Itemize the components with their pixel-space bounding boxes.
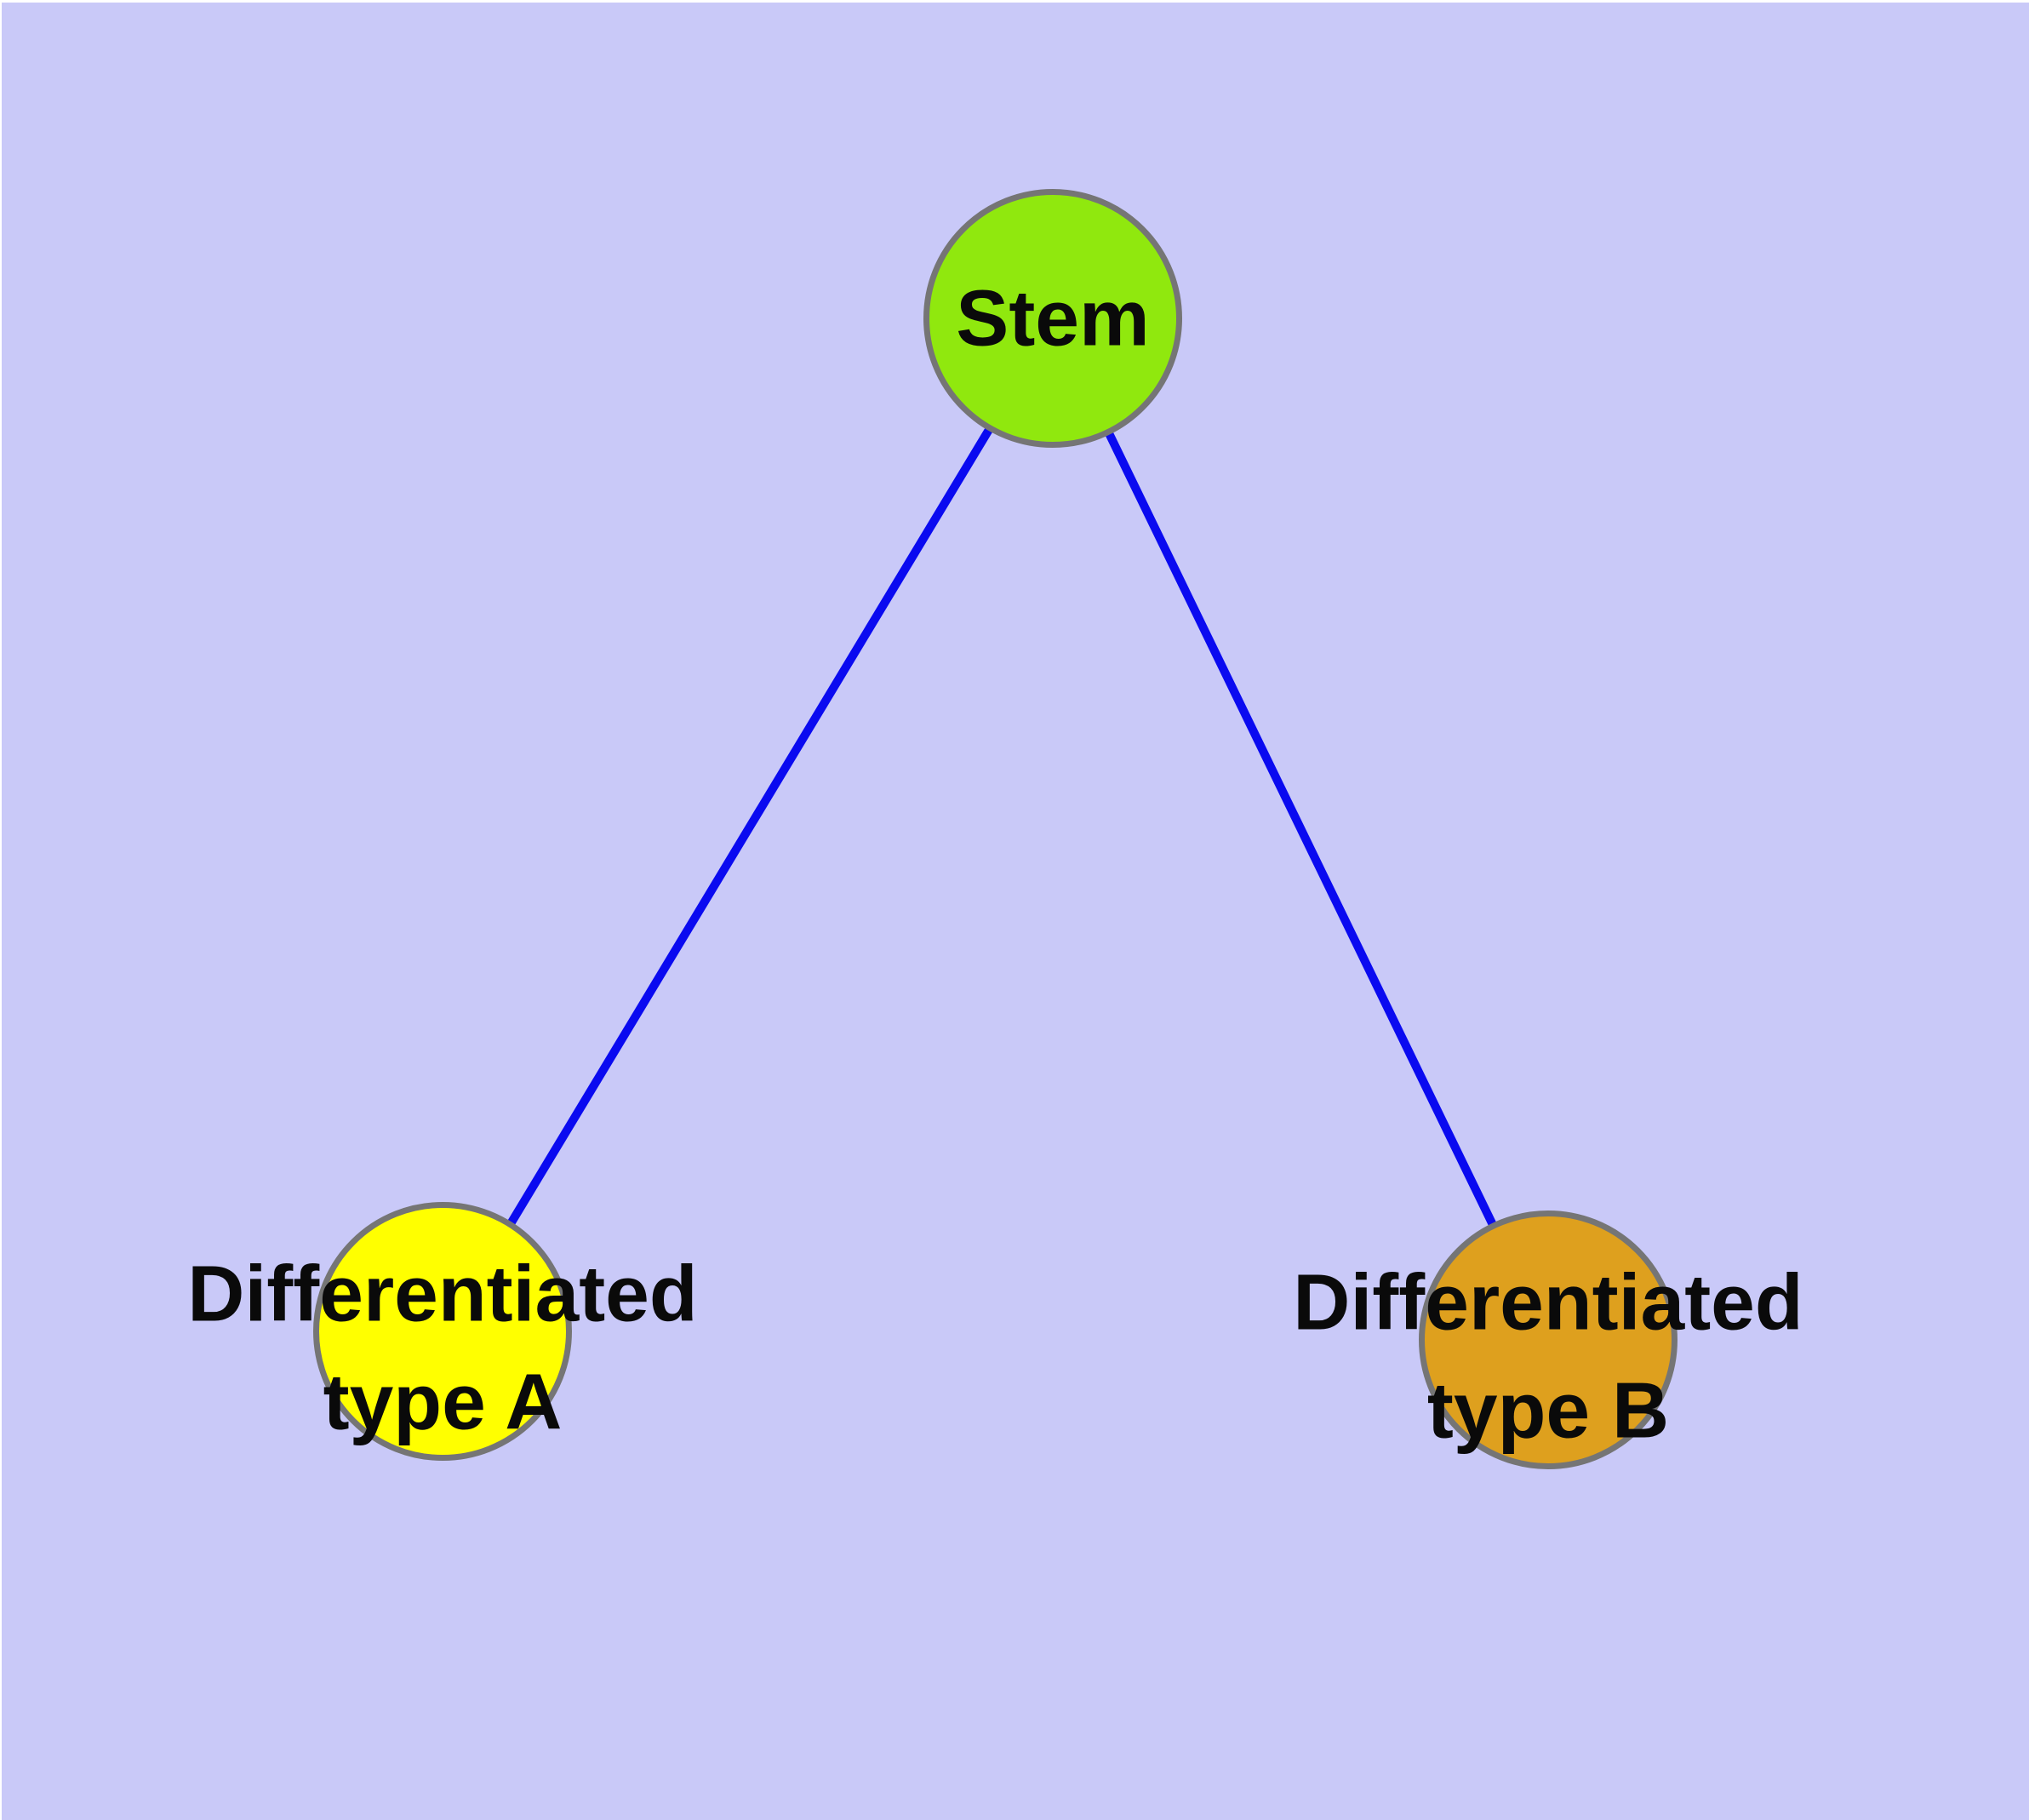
edge-stem-diff-b[interactable] — [1050, 318, 1554, 1345]
node-diff-b[interactable] — [1419, 1210, 1677, 1469]
node-diff-a[interactable] — [313, 1202, 572, 1461]
edges-layer — [440, 318, 1554, 1345]
edge-stem-diff-a[interactable] — [440, 318, 1059, 1336]
node-stem[interactable] — [923, 189, 1182, 448]
